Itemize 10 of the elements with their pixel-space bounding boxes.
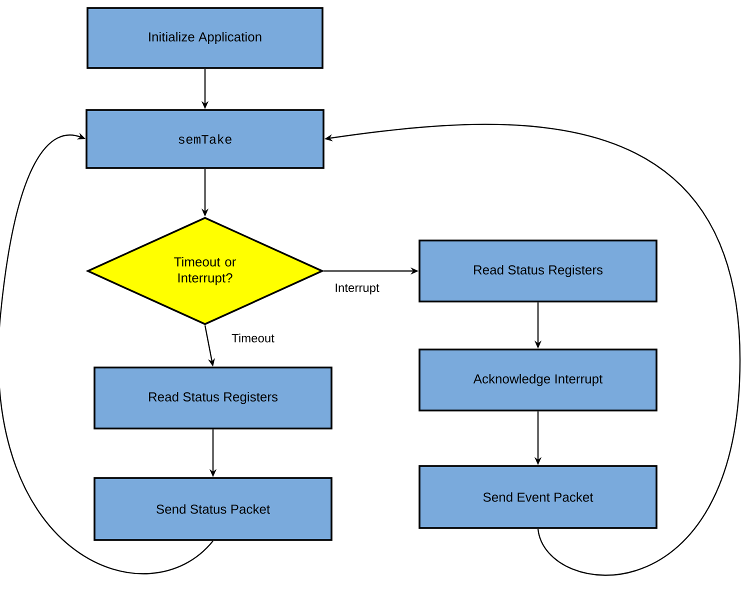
process-box: Initialize Application [86, 7, 324, 69]
process-box: Send Status Packet [94, 477, 332, 541]
process-box: Read Status Registers [94, 366, 332, 430]
process-box: semTake [86, 109, 324, 169]
edge-label: Interrupt [334, 282, 380, 296]
process-box: Send Event Packet [418, 465, 658, 529]
arrow [0, 132, 214, 574]
process-box: Read Status Registers [418, 240, 658, 302]
edge-label: Timeout [230, 332, 276, 344]
process-box: Acknowledge Interrupt [418, 348, 658, 412]
